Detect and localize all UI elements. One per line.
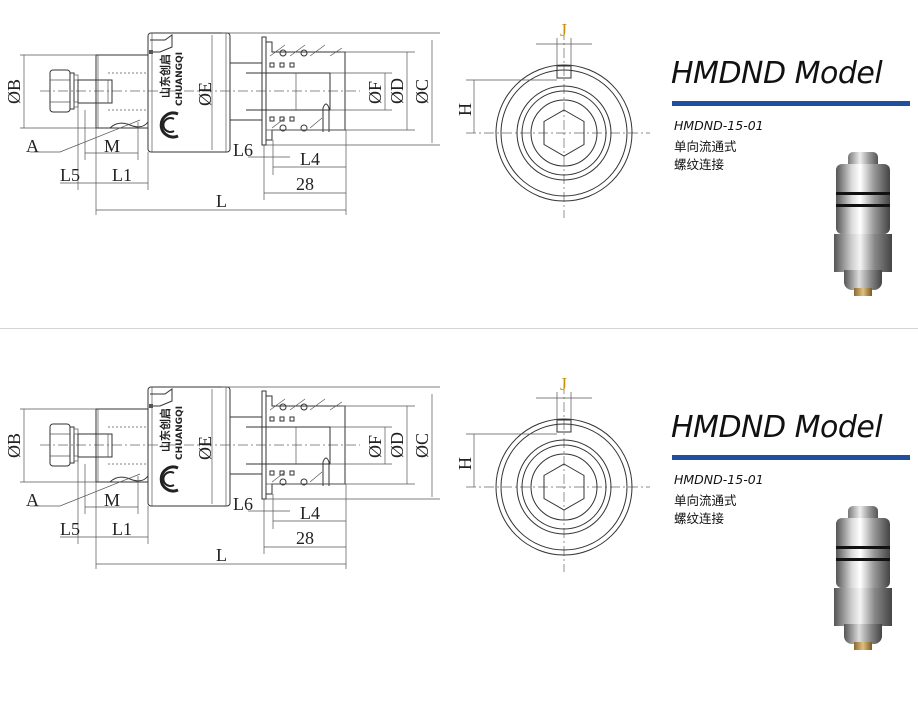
svg-text:CHUANGQI: CHUANGQI (175, 52, 185, 106)
dim-L: L (216, 545, 227, 565)
svg-text:山东创启: 山东创启 (158, 408, 172, 452)
dim-L6: L6 (233, 494, 253, 514)
product-photo (832, 152, 896, 300)
spec-flow: 单向流通式 (674, 139, 737, 154)
dim-H: H (455, 457, 475, 470)
dim-L5: L5 (60, 519, 80, 539)
dim-28: 28 (296, 528, 314, 548)
end-view (466, 384, 650, 572)
sleeve (95, 408, 149, 483)
spec-connection: 螺纹连接 (674, 511, 725, 526)
dim-E: ØE (195, 82, 215, 106)
dim-C: ØC (412, 433, 432, 458)
dim-A: A (26, 490, 39, 510)
bolt-hex-head (49, 69, 113, 113)
neck (229, 416, 263, 475)
product-panel: 山东创启 CHUANGQI (4, 20, 910, 300)
dim-B: ØB (4, 433, 24, 458)
svg-text:CHUANGQI: CHUANGQI (175, 406, 185, 460)
right-cylinder (266, 41, 346, 141)
dim-B: ØB (4, 79, 24, 104)
dim-L1: L1 (112, 165, 132, 185)
model-code: HMDND-15-01 (674, 118, 764, 133)
dim-E: ØE (195, 436, 215, 460)
neck (229, 62, 263, 121)
dim-D: ØD (387, 78, 407, 104)
dim-L4: L4 (300, 503, 320, 523)
dim-D: ØD (387, 432, 407, 458)
accent-bar (672, 455, 910, 460)
model-title: HMDND Model (671, 56, 883, 91)
model-code: HMDND-15-01 (674, 472, 764, 487)
dim-28: 28 (296, 174, 314, 194)
dim-J: J (560, 20, 567, 40)
dim-L5: L5 (60, 165, 80, 185)
technical-drawing: 山东创启 CHUANGQI (4, 20, 650, 218)
dim-H: H (455, 103, 475, 116)
dim-M: M (104, 136, 120, 156)
sleeve (95, 54, 149, 129)
right-cylinder (266, 395, 346, 495)
dim-F: ØF (365, 81, 385, 104)
accent-bar (672, 101, 910, 106)
dim-C: ØC (412, 79, 432, 104)
dim-M: M (104, 490, 120, 510)
end-view (466, 30, 650, 218)
dim-L4: L4 (300, 149, 320, 169)
dim-L1: L1 (112, 519, 132, 539)
dimension-lines (23, 389, 433, 565)
dim-A: A (26, 136, 39, 156)
product-photo (832, 506, 896, 654)
model-title: HMDND Model (671, 410, 883, 445)
dim-L: L (216, 191, 227, 211)
dim-J: J (560, 374, 567, 394)
chuangqi-logo: 山东创启 CHUANGQI (158, 406, 185, 493)
spec-flow: 单向流通式 (674, 493, 737, 508)
svg-text:山东创启: 山东创启 (158, 54, 172, 98)
chuangqi-logo: 山东创启 CHUANGQI (158, 52, 185, 139)
product-panel: 山东创启 CHUANGQI (0, 354, 918, 708)
dim-F: ØF (365, 435, 385, 458)
divider (0, 328, 918, 329)
technical-drawing: 山东创启 CHUANGQI (4, 374, 650, 572)
dimension-lines (23, 35, 433, 211)
spec-connection: 螺纹连接 (674, 157, 725, 172)
dim-L6: L6 (233, 140, 253, 160)
